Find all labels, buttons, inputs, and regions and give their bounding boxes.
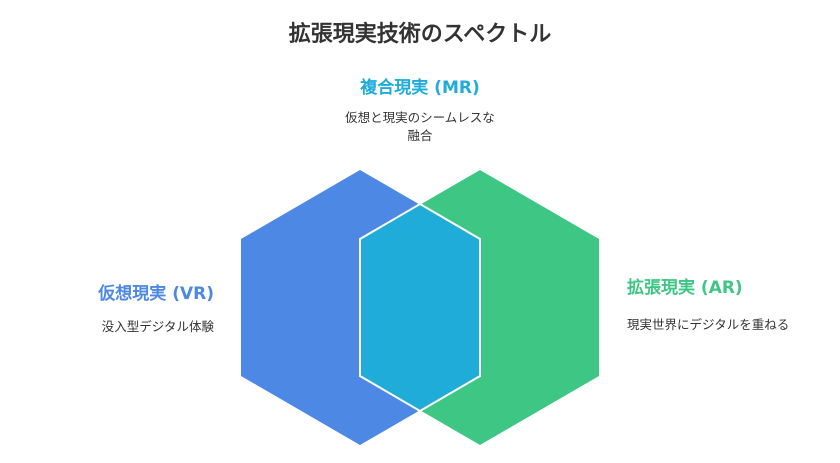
mr-description-line1: 仮想と現実のシームレスな bbox=[345, 110, 495, 125]
ar-label: 拡張現実 (AR) bbox=[627, 278, 743, 298]
vr-description: 没入型デジタル体験 bbox=[101, 319, 214, 334]
mr-description-line2: 融合 bbox=[407, 128, 433, 143]
ar-description: 現実世界にデジタルを重ねる bbox=[627, 317, 790, 332]
mr-label: 複合現実 (MR) bbox=[360, 78, 480, 98]
vr-label: 仮想現実 (VR) bbox=[98, 284, 214, 304]
diagram-title: 拡張現実技術のスペクトル bbox=[288, 22, 552, 47]
mr-hexagon bbox=[359, 202, 481, 413]
